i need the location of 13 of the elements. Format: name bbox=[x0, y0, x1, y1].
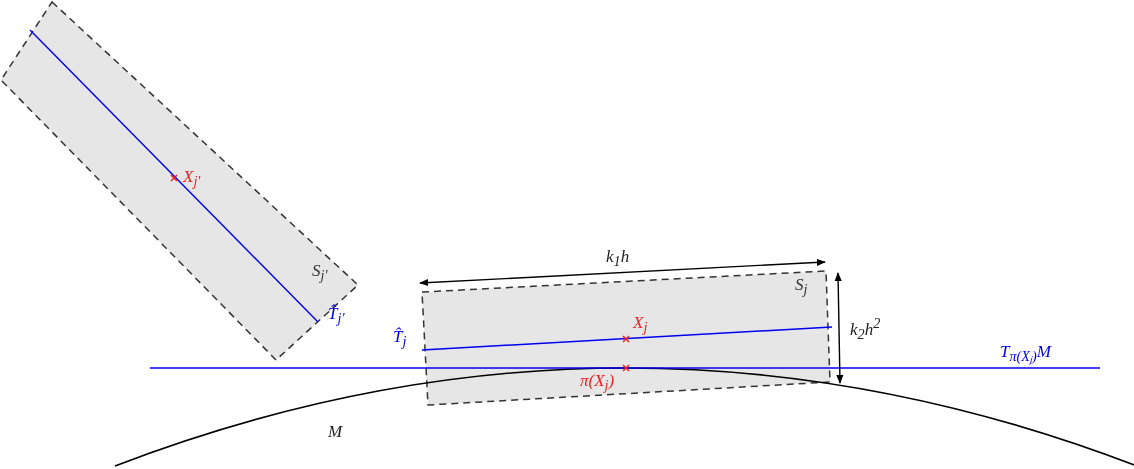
dashed-slab-region bbox=[0, 0, 360, 362]
math-label: π(X$_{j}$) bbox=[580, 372, 615, 393]
math-label: M bbox=[328, 423, 343, 440]
math-label: T̂$_{j'}$ bbox=[328, 305, 345, 326]
math-label: X$_{j}$ bbox=[633, 314, 648, 335]
math-label: k$_{1}$h bbox=[606, 248, 630, 269]
slab-label: S$_{j}$ bbox=[795, 276, 808, 297]
math-label: T̂$_{j}$ bbox=[393, 328, 407, 349]
dashed-slab-region bbox=[420, 268, 834, 408]
math-label: k$_{2}$h$^{2}$ bbox=[850, 316, 881, 342]
math-label: X$_{j'}$ bbox=[183, 168, 201, 189]
slab-label: S$_{j'}$ bbox=[312, 262, 328, 283]
math-label: T$_{π(Xⱼ)}$M bbox=[1000, 343, 1051, 364]
